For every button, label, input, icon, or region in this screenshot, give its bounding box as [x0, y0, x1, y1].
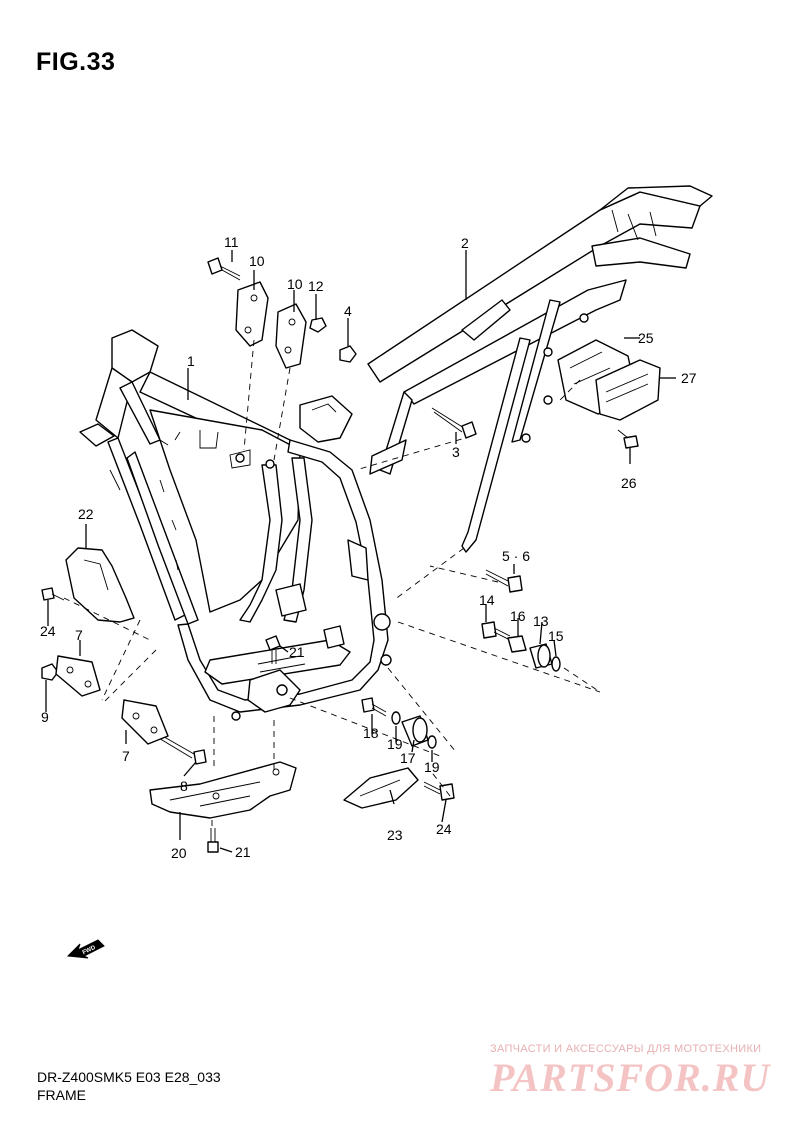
- callout-26: 26: [621, 475, 637, 491]
- bolt-5-6: [485, 569, 523, 593]
- watermark-tagline: ЗАПЧАСТИ И АКСЕССУАРЫ ДЛЯ МОТОТЕХНИКИ: [490, 1043, 762, 1055]
- callout-25: 25: [638, 330, 654, 346]
- callout-21a: 21: [289, 644, 305, 660]
- bolt-18: [361, 697, 387, 717]
- callout-2: 2: [461, 235, 469, 251]
- callout-20: 20: [171, 845, 187, 861]
- leader-lines: [45, 250, 676, 853]
- nut-12: [309, 317, 327, 333]
- guard-22: [65, 547, 135, 623]
- washer-19-a: [391, 711, 401, 725]
- nut-9: [41, 663, 59, 681]
- screw-26: [617, 429, 639, 449]
- figure-title: FIG.33: [36, 48, 116, 76]
- callout-8: 8: [180, 778, 188, 794]
- plate-7-lower: [121, 699, 169, 745]
- bolt-24-left: [41, 587, 65, 601]
- bolt-3: [431, 407, 477, 439]
- callout-10a: 10: [249, 253, 265, 269]
- callout-15: 15: [548, 628, 564, 644]
- washer-19-b: [427, 735, 437, 749]
- box-27: [595, 359, 661, 421]
- watermark-logo: PARTSFOR.RU: [490, 1055, 771, 1100]
- fwd-arrow-icon: FWD: [66, 939, 105, 959]
- callout-9: 9: [41, 709, 49, 725]
- callout-17: 17: [400, 750, 416, 766]
- callout-11: 11: [224, 234, 239, 250]
- callout-1: 1: [187, 353, 195, 369]
- bracket-10-left: [235, 281, 269, 347]
- washer-15: [551, 656, 561, 672]
- skid-plate-20: [149, 761, 297, 819]
- callout-12: 12: [308, 278, 324, 294]
- callout-13: 13: [533, 613, 549, 629]
- callout-10b: 10: [287, 276, 303, 292]
- damper-13: [529, 643, 553, 669]
- nut-4: [339, 345, 357, 363]
- callout-7a: 7: [75, 627, 83, 643]
- callout-24a: 24: [40, 623, 56, 639]
- guard-23: [343, 767, 419, 809]
- plate-7-upper: [55, 655, 101, 697]
- callouts: 1 2 3 4 5 · 6 7 7 8 9 10 10 11 12 13 14 …: [40, 234, 697, 861]
- bolt-11: [207, 257, 241, 281]
- damper-17: [401, 715, 429, 747]
- callout-22: 22: [78, 506, 94, 522]
- fwd-arrow-label: FWD: [82, 945, 98, 957]
- bolt-21-lower: [207, 828, 219, 853]
- callout-23: 23: [387, 827, 403, 843]
- callout-18: 18: [363, 725, 379, 741]
- figure-caption: FRAME: [37, 1087, 86, 1103]
- callout-3: 3: [452, 444, 460, 460]
- callout-14: 14: [479, 592, 495, 608]
- collar-16: [507, 635, 527, 653]
- callout-19a: 19: [387, 736, 403, 752]
- main-frame: [79, 329, 392, 721]
- model-code: DR-Z400SMK5 E03 E28_033: [37, 1069, 221, 1085]
- callout-24b: 24: [436, 821, 452, 837]
- callout-4: 4: [344, 303, 352, 319]
- bolt-14: [481, 621, 511, 641]
- callout-19b: 19: [424, 759, 440, 775]
- callout-27: 27: [681, 370, 697, 386]
- rear-subframe: [367, 185, 713, 553]
- callout-7b: 7: [122, 748, 130, 764]
- callout-21b: 21: [235, 844, 251, 860]
- callout-5-6: 5 · 6: [502, 548, 530, 564]
- bracket-10-right: [275, 303, 307, 369]
- callout-16: 16: [510, 608, 526, 624]
- bolt-24-right: [423, 781, 455, 801]
